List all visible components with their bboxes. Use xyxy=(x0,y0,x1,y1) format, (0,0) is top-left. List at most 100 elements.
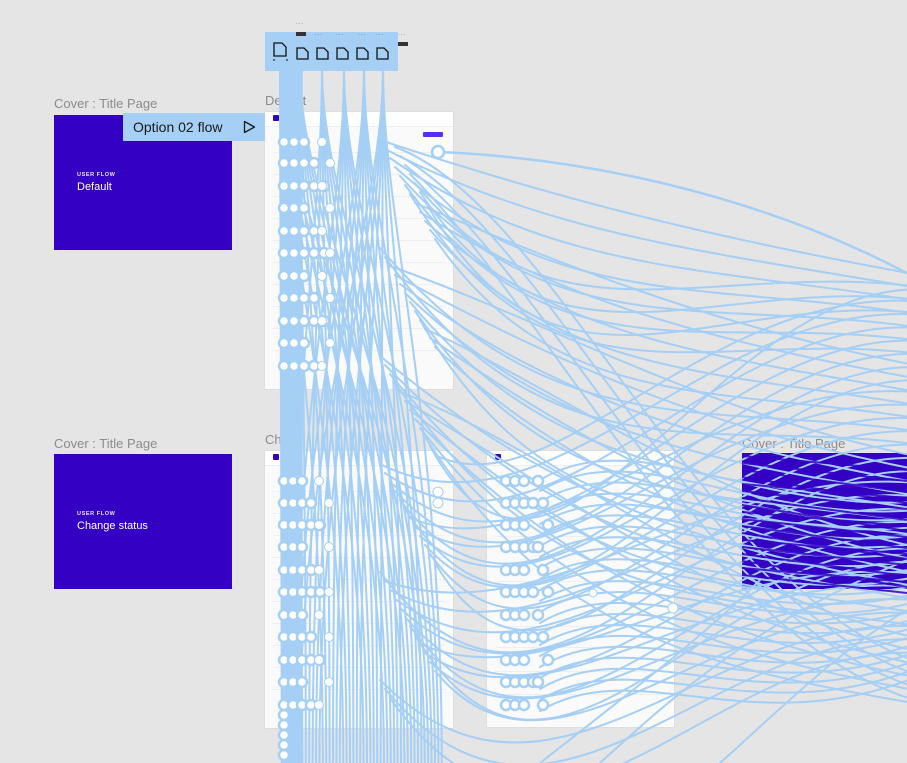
connection-node xyxy=(287,179,301,193)
cover-flow-name: Default xyxy=(77,181,112,193)
more-icon[interactable]: ... xyxy=(336,31,345,37)
connector-line xyxy=(389,339,907,523)
connector-line xyxy=(539,679,907,712)
connection-node xyxy=(430,144,446,160)
connector-line xyxy=(539,579,761,763)
connector-line xyxy=(404,379,907,587)
connector-line xyxy=(409,173,907,699)
prototype-toolbar[interactable] xyxy=(265,32,398,71)
connector-line xyxy=(382,69,402,763)
connector-line xyxy=(355,69,365,763)
connector-line xyxy=(409,193,907,354)
connector-line xyxy=(389,157,907,301)
connection-node xyxy=(287,336,301,350)
connection-node xyxy=(277,135,291,149)
connection-node xyxy=(325,248,335,258)
connection-node xyxy=(536,698,550,712)
connection-node xyxy=(287,246,301,260)
more-icon[interactable]: ... xyxy=(398,31,407,37)
connection-node xyxy=(325,293,335,303)
frame-icon[interactable] xyxy=(353,40,370,62)
connection-node xyxy=(536,563,550,577)
connection-node xyxy=(297,246,311,260)
frame-row xyxy=(273,579,445,580)
frame-icon[interactable] xyxy=(373,40,390,62)
frame-row xyxy=(273,667,445,668)
connector-line xyxy=(539,591,907,615)
connector-line xyxy=(424,200,907,336)
frame-topbar xyxy=(265,112,453,127)
connector-line xyxy=(539,602,907,625)
connection-node xyxy=(287,224,301,238)
more-icon[interactable]: ... xyxy=(376,31,385,37)
connector-line xyxy=(399,520,907,655)
connector-line xyxy=(394,352,907,544)
connector-line xyxy=(741,490,907,510)
more-icon[interactable]: ... xyxy=(296,20,305,26)
connector-line xyxy=(414,182,907,291)
connector-line xyxy=(414,418,907,677)
connection-node xyxy=(324,542,334,552)
connector-line xyxy=(741,539,907,555)
connection-node xyxy=(307,291,321,305)
connector-line xyxy=(384,480,907,594)
connection-node xyxy=(588,588,598,598)
frame-icon[interactable] xyxy=(293,40,310,62)
connection-node xyxy=(297,314,311,328)
connector-line xyxy=(539,470,907,513)
cover-section-label-default: Cover : Title Page xyxy=(54,96,158,111)
connector-line xyxy=(384,326,907,503)
connection-node xyxy=(325,338,335,348)
connector-line xyxy=(384,148,907,288)
connector-line xyxy=(382,69,443,763)
connection-node xyxy=(297,224,311,238)
frame-icon[interactable] xyxy=(333,40,350,62)
connector-line xyxy=(539,624,907,646)
connection-node xyxy=(317,181,327,191)
connector-line xyxy=(741,574,907,594)
connection-node xyxy=(314,610,324,620)
connection-node xyxy=(295,675,309,689)
more-icon[interactable]: ... xyxy=(315,31,324,37)
connection-node xyxy=(295,540,309,554)
connection-node xyxy=(324,677,334,687)
connector-line xyxy=(321,69,372,763)
connector-line xyxy=(539,580,907,606)
connection-node xyxy=(295,608,309,622)
connector-line xyxy=(419,211,907,378)
connector-line xyxy=(539,536,907,568)
frame-icon[interactable] xyxy=(272,40,289,62)
connector-line xyxy=(404,184,907,341)
frame-row xyxy=(273,689,445,690)
connector-line xyxy=(539,645,907,668)
frame-row xyxy=(273,645,445,646)
connector-line xyxy=(741,483,907,499)
play-icon[interactable] xyxy=(243,120,256,134)
connection-node xyxy=(287,269,301,283)
connector-line xyxy=(419,570,907,659)
connector-line xyxy=(419,191,907,314)
connection-node xyxy=(526,585,540,599)
connector-line xyxy=(434,238,907,418)
connection-node xyxy=(325,158,335,168)
connection-node xyxy=(541,653,555,667)
cover-kicker: USER FLOW xyxy=(77,511,116,517)
connection-node xyxy=(317,361,327,371)
frame-icon[interactable] xyxy=(313,40,330,62)
connection-node xyxy=(277,314,291,328)
connection-node xyxy=(667,602,679,614)
connection-node xyxy=(295,474,309,488)
connector-line xyxy=(414,202,907,365)
connection-node xyxy=(432,486,444,498)
more-icon[interactable]: ... xyxy=(358,31,367,37)
connection-node xyxy=(517,608,531,622)
connector-line xyxy=(741,546,907,566)
connector-line xyxy=(419,416,907,568)
connection-node xyxy=(526,496,540,510)
connection-node xyxy=(314,655,324,665)
frame-row xyxy=(273,240,445,241)
flow-starting-point[interactable]: Option 02 flow xyxy=(123,113,265,141)
connection-node xyxy=(307,246,321,260)
cover-card-change-status[interactable]: USER FLOW Change status xyxy=(54,454,232,589)
